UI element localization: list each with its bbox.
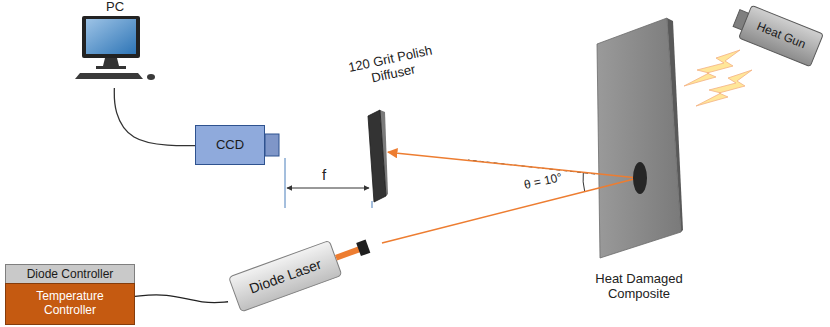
controller-label: Temperature Controller xyxy=(9,290,131,318)
node-shape xyxy=(595,18,683,260)
mouse xyxy=(147,74,155,80)
heat-bolt xyxy=(696,70,752,106)
camera-label: CCD xyxy=(216,138,244,153)
computer-icon: PC xyxy=(70,0,160,88)
ccd-camera: CCD xyxy=(195,125,265,165)
temperature-controller: Temperature Controller xyxy=(5,283,135,325)
node-shape xyxy=(366,110,388,202)
ccd-lens xyxy=(265,134,279,156)
panel-face xyxy=(597,18,681,258)
reflected-beam xyxy=(388,152,595,173)
box-outline xyxy=(6,265,135,286)
keyboard xyxy=(75,73,143,79)
computer-label: PC xyxy=(70,0,160,15)
angle-arc xyxy=(583,172,585,191)
incident-beam xyxy=(382,189,595,243)
control-cable xyxy=(135,295,228,303)
laser-beam xyxy=(595,178,638,189)
monitor-screen xyxy=(86,19,136,54)
focal-length-label: f xyxy=(322,166,326,183)
monitor-frame xyxy=(82,16,140,58)
dimension-line xyxy=(285,158,286,208)
box-outline xyxy=(6,284,135,325)
panel-label: Heat Damaged Composite xyxy=(587,272,691,302)
laser-tube xyxy=(335,246,361,261)
monitor-stand xyxy=(103,58,119,66)
damage-spot xyxy=(633,162,647,194)
heat-gun: Heat Gun xyxy=(738,5,824,68)
laser-body xyxy=(229,241,342,312)
gun-body xyxy=(739,5,824,66)
composite-panel: Heat Damaged Composite xyxy=(595,18,683,260)
angle-label: θ = 10° xyxy=(521,171,565,193)
laser-beam xyxy=(595,174,638,179)
box-outline xyxy=(196,126,265,165)
dimension-arrow xyxy=(287,188,369,189)
diffuser-label: 120 Grit Polish Diffuser xyxy=(340,42,444,92)
laser-nozzle xyxy=(356,240,370,257)
controller-label: Diode Controller xyxy=(27,268,114,282)
plate-face xyxy=(368,110,386,202)
usb-cable xyxy=(114,88,195,146)
diode-controller: Diode Controller xyxy=(5,264,135,286)
monitor-base xyxy=(96,66,126,69)
dimension-line xyxy=(372,201,373,208)
diode-laser: Diode Laser xyxy=(228,225,382,312)
diffuser-plate: 120 Grit Polish Diffuser xyxy=(366,110,388,202)
